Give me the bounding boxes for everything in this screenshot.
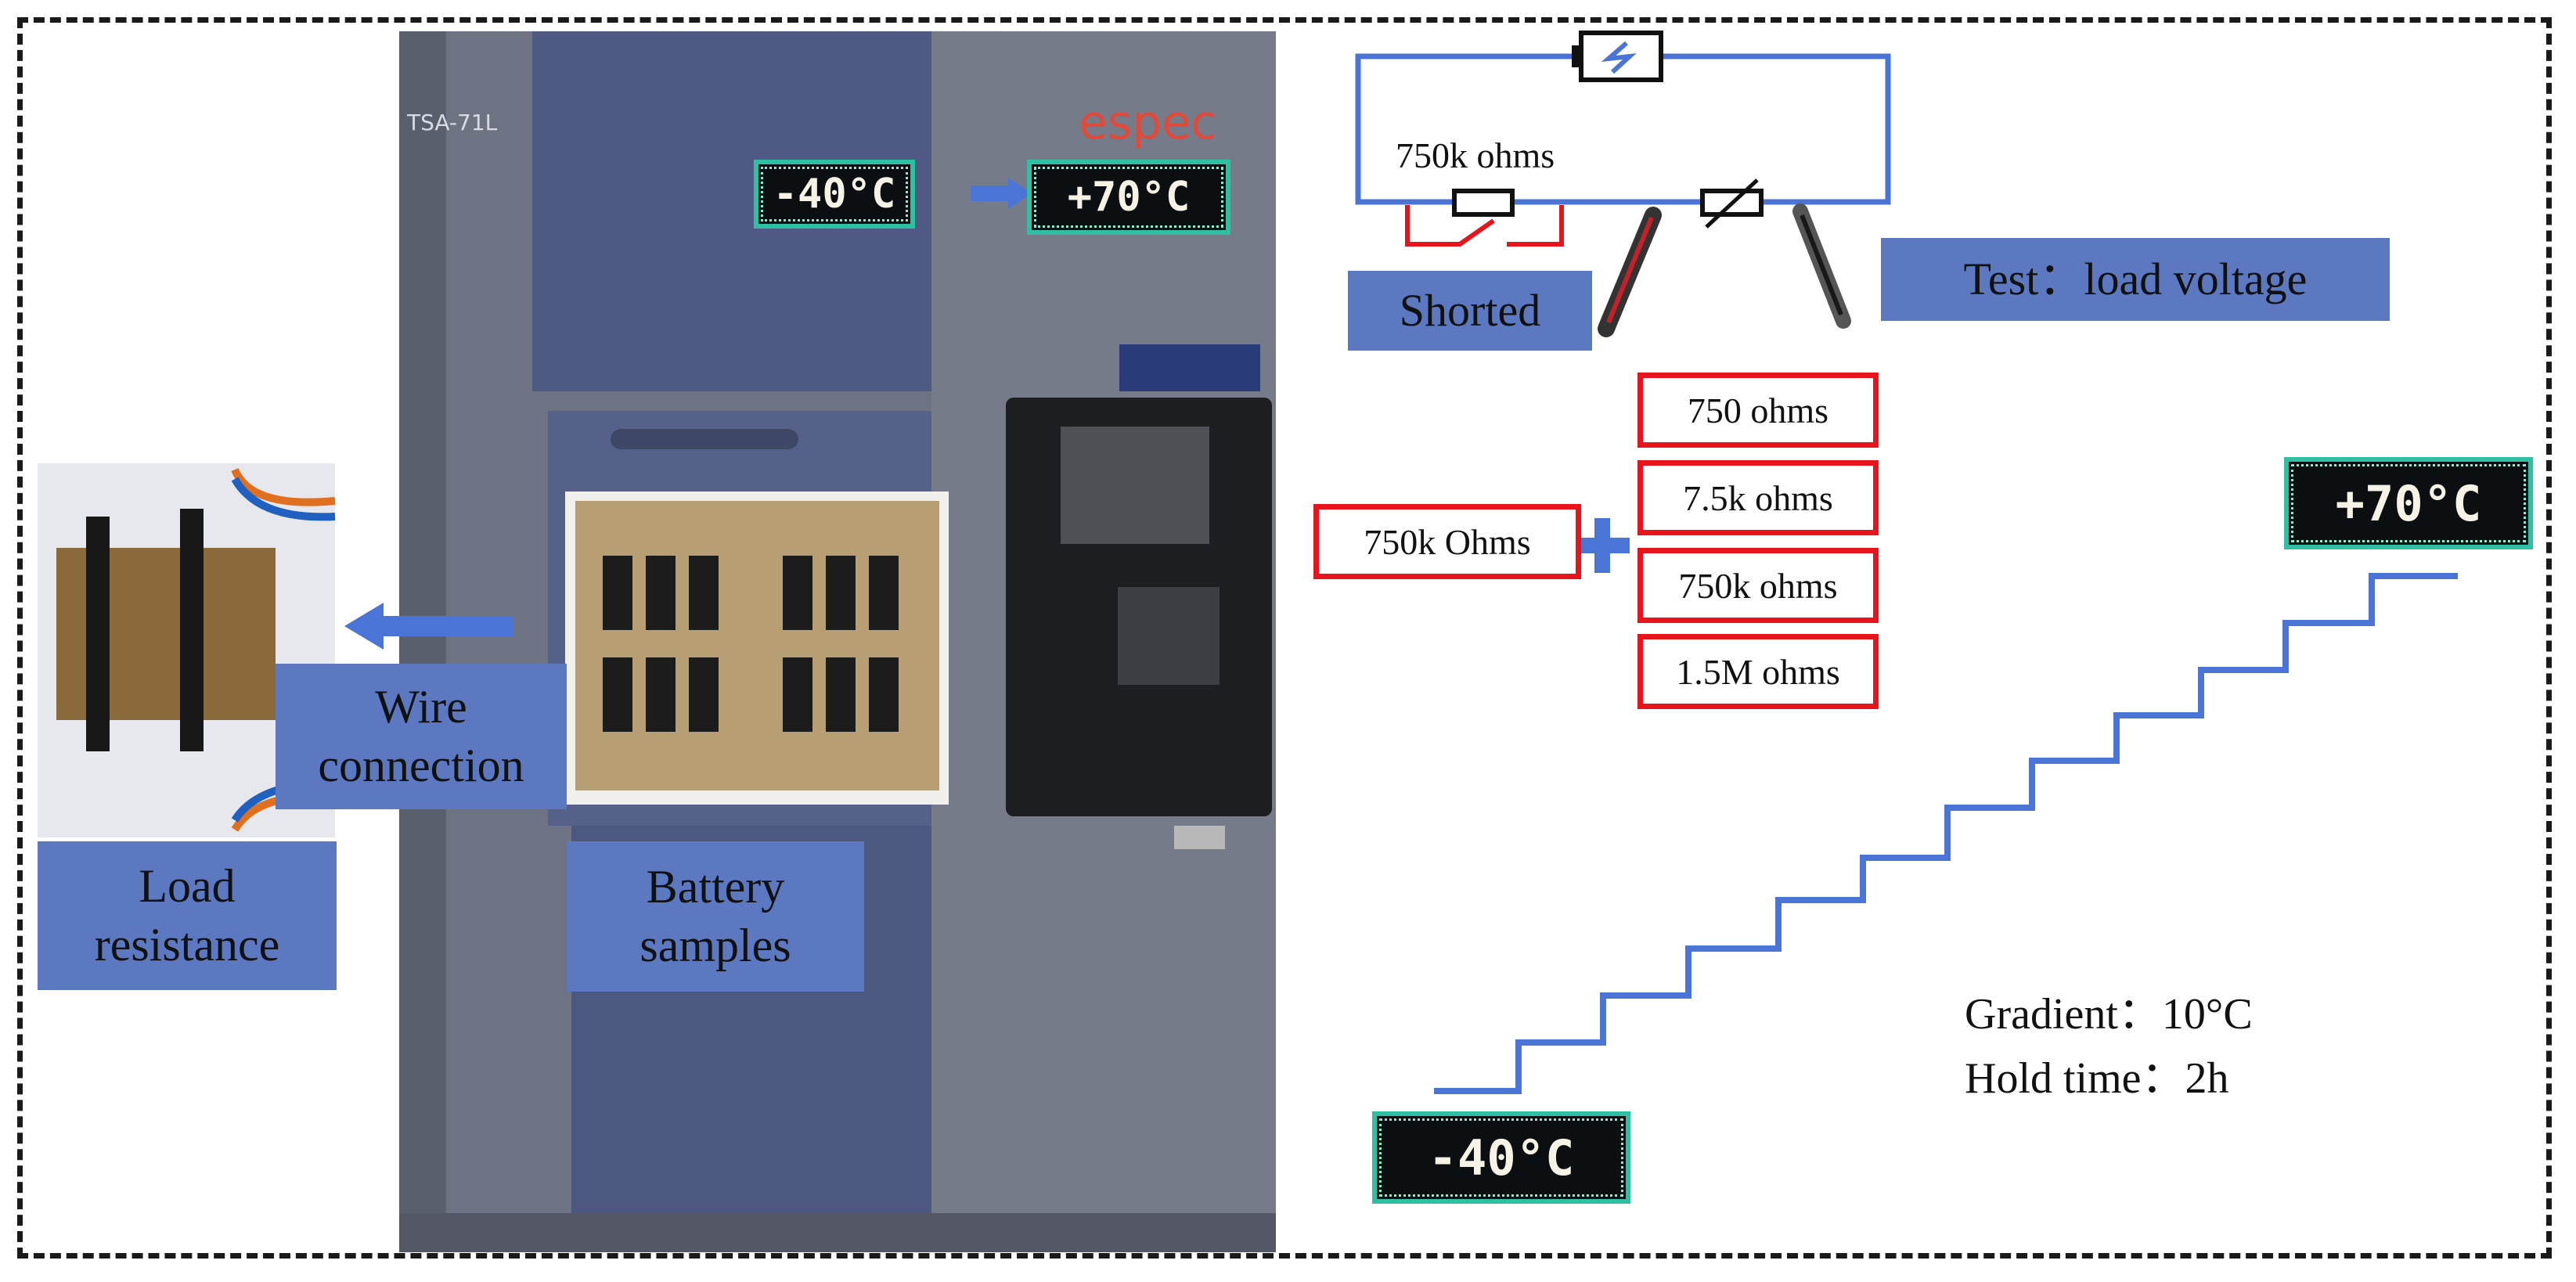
lcd-high-right: +70°C <box>2284 457 2533 549</box>
temperature-staircase <box>1434 573 2458 1094</box>
test-load-voltage-label: Test：load voltage <box>1881 238 2390 321</box>
lcd-high-top: +70°C <box>1027 160 1230 235</box>
left-arrow-head <box>344 603 384 650</box>
lcd-low-top: -40°C <box>754 160 915 229</box>
base-resistance-box: 750k Ohms <box>1313 504 1581 579</box>
battery-board <box>575 501 939 790</box>
door-handle <box>611 429 798 449</box>
circuit-loop <box>1355 53 1891 205</box>
dashed-frame <box>17 17 2552 1259</box>
battery-samples-label: Battery samples <box>567 841 864 992</box>
lcd-low-bottom: -40°C <box>1372 1111 1630 1204</box>
right-arrow-head <box>1008 178 1032 209</box>
plus-icon-h <box>1575 538 1630 553</box>
chamber-model: TSA-71L <box>407 110 498 135</box>
wire-connection-label: Wire connection <box>276 664 567 809</box>
resistance-option-3: 750k ohms <box>1637 548 1879 623</box>
resistance-option-1: 750 ohms <box>1637 373 1879 448</box>
resistor-value-label: 750k ohms <box>1396 135 1555 175</box>
sticker <box>1119 344 1260 391</box>
shorted-label: Shorted <box>1348 271 1592 351</box>
chamber-brand: espec <box>1079 95 1217 150</box>
gradient-text: Gradient：10°C <box>1965 990 2253 1039</box>
chamber-base <box>399 1213 1276 1252</box>
lightning-icon <box>1601 41 1637 74</box>
resistance-option-2: 7.5k ohms <box>1637 460 1879 535</box>
resistance-option-4: 1.5M ohms <box>1637 634 1879 709</box>
load-resistance-label: Load resistance <box>38 841 337 990</box>
hold-time-text: Hold time：2h <box>1965 1054 2229 1103</box>
nameplate <box>1174 826 1225 849</box>
control-display <box>1118 587 1220 685</box>
control-screen <box>1061 427 1209 544</box>
chamber-left-panel <box>399 31 446 1252</box>
resistor-symbol <box>1452 189 1515 217</box>
short-switch <box>1405 205 1495 247</box>
